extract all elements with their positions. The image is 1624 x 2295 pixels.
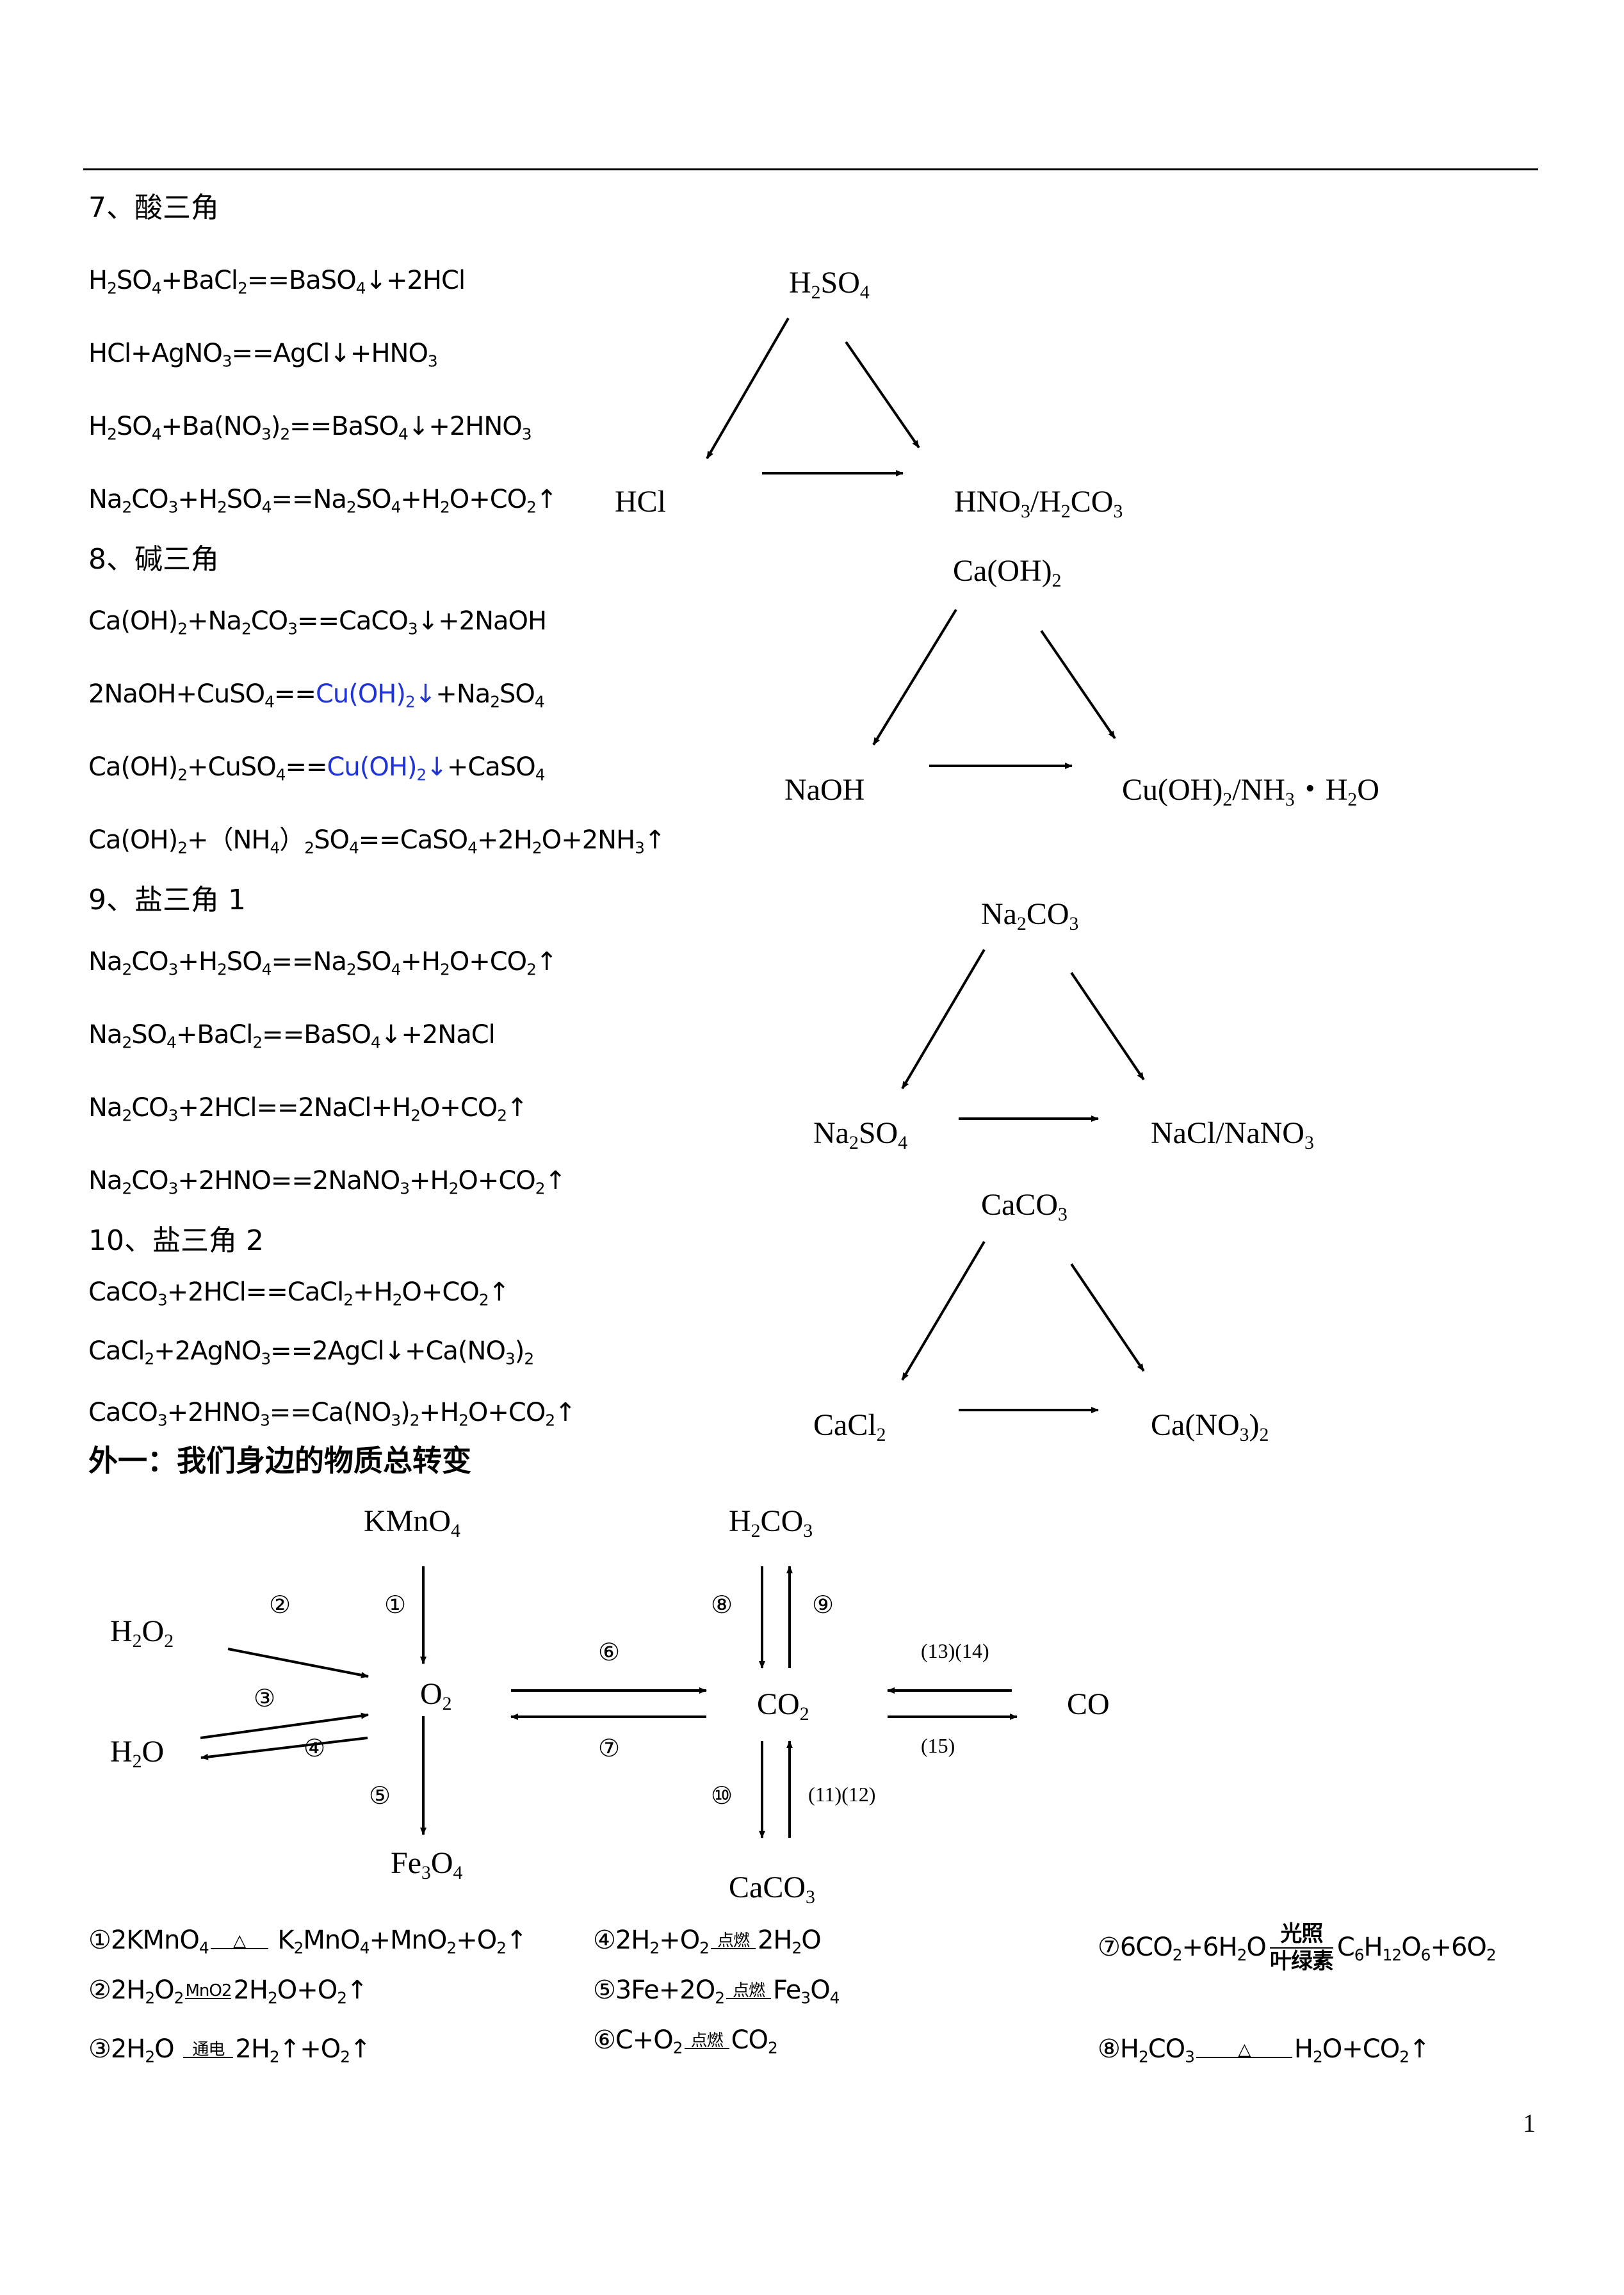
section-9-title: 9、盐三角 1 (88, 884, 246, 916)
node-h2o: H2O (110, 1735, 165, 1772)
arrow-label: (11)(12) (808, 1783, 876, 1806)
page-number: 1 (1523, 2109, 1536, 2137)
node-caco3-extra: CaCO3 (729, 1870, 815, 1908)
node-h2co3: H2CO3 (729, 1504, 813, 1541)
arrow-h2so4-to-hcl (706, 317, 790, 460)
equation: CaCO3+2HNO3==Ca(NO3)2+H2O+CO2↑ (88, 1398, 576, 1430)
equation: H2SO4+BaCl2==BaSO4↓+2HCl (88, 266, 466, 298)
equation: Ca(OH)2+（NH4）2SO4==CaSO4+2H2O+2NH3↑ (88, 825, 665, 857)
node-cano3-2: Ca(NO3)2 (1151, 1408, 1269, 1445)
arrow-o2-to-h2o (200, 1737, 368, 1760)
node-kmno4: KMnO4 (364, 1504, 460, 1541)
node-co2: CO2 (757, 1687, 809, 1724)
section-7-title: 7、酸三角 (88, 191, 219, 224)
node-na2co3: Na2CO3 (981, 897, 1079, 934)
extra-title: 外一：我们身边的物质总转变 (88, 1443, 471, 1478)
arrow-label: ④ (304, 1735, 326, 1762)
equation: CaCl2+2AgNO3==2AgCl↓+Ca(NO3)2 (88, 1336, 534, 1368)
arrow-caoh2-to-naoh (872, 608, 957, 746)
arrow-caco3-to-cacl2 (901, 1240, 986, 1381)
node-hno3-h2co3: HNO3/H2CO3 (954, 485, 1123, 522)
arrow-label: ③ (254, 1685, 276, 1712)
arrow-label: ⑦ (598, 1735, 621, 1762)
header-rule (83, 168, 1538, 170)
reaction-8: ⑧H2CO3△H2O+CO2↑ (1098, 2034, 1430, 2066)
equation: Na2CO3+2HNO==2NaNO3+H2O+CO2↑ (88, 1166, 566, 1198)
node-cuoh2-nh3h2o: Cu(OH)2/NH3・H2O (1122, 773, 1379, 810)
arrow-label: (13)(14) (921, 1639, 989, 1662)
node-h2so4: H2SO4 (789, 266, 870, 303)
equation: Ca(OH)2+Na2CO3==CaCO3↓+2NaOH (88, 606, 547, 638)
arrow-h2o2-to-o2 (227, 1648, 369, 1678)
node-fe3o4: Fe3O4 (391, 1846, 463, 1883)
equation: Na2SO4+BaCl2==BaSO4↓+2NaCl (88, 1020, 496, 1052)
arrow-label: ⑩ (711, 1783, 733, 1810)
equation: Na2CO3+H2SO4==Na2SO4+H2O+CO2↑ (88, 485, 557, 517)
equation: HCl+AgNO3==AgCl↓+HNO3 (88, 339, 438, 371)
reaction-1: ①2KMnO4△ K2MnO4+MnO2+O2↑ (88, 1926, 527, 1958)
equation: Ca(OH)2+CuSO4==Cu(OH)2↓+CaSO4 (88, 752, 545, 784)
equation: Na2CO3+H2SO4==Na2SO4+H2O+CO2↑ (88, 947, 557, 979)
arrow-label: ⑥ (598, 1639, 621, 1666)
arrow-label: ① (384, 1592, 407, 1619)
node-caoh2: Ca(OH)2 (953, 554, 1062, 591)
arrow-h2o-to-o2 (200, 1712, 369, 1739)
node-h2o2: H2O2 (110, 1614, 174, 1651)
equation: CaCO3+2HCl==CaCl2+H2O+CO2↑ (88, 1277, 510, 1310)
node-co: CO (1067, 1687, 1110, 1721)
arrow-h2so4-to-hno3 (845, 341, 920, 449)
equation: Na2CO3+2HCl==2NaCl+H2O+CO2↑ (88, 1093, 528, 1125)
arrow-na2co3-to-na2so4 (901, 948, 986, 1090)
node-naoh: NaOH (784, 773, 865, 807)
arrow-caoh2-to-cuoh2 (1040, 629, 1116, 740)
arrow-caco3-to-cano3 (1070, 1263, 1145, 1372)
arrow-label: ⑧ (711, 1592, 733, 1619)
node-caco3: CaCO3 (981, 1188, 1068, 1225)
equation: 2NaOH+CuSO4==Cu(OH)2↓+Na2SO4 (88, 679, 545, 711)
node-o2: O2 (420, 1677, 452, 1714)
arrow-label: ⑨ (812, 1592, 834, 1619)
section-10-title: 10、盐三角 2 (88, 1224, 264, 1257)
node-na2so4: Na2SO4 (813, 1116, 908, 1153)
arrow-label: ⑤ (369, 1783, 391, 1810)
node-nacl-nano3: NaCl/NaNO3 (1151, 1116, 1314, 1153)
node-cacl2: CaCl2 (813, 1408, 886, 1445)
equation: H2SO4+Ba(NO3)2==BaSO4↓+2HNO3 (88, 412, 532, 444)
arrow-label: ② (269, 1592, 291, 1619)
arrow-na2co3-to-nacl (1070, 971, 1145, 1081)
section-8-title: 8、碱三角 (88, 543, 219, 576)
arrow-label: (15) (921, 1734, 955, 1757)
node-hcl: HCl (615, 485, 667, 519)
